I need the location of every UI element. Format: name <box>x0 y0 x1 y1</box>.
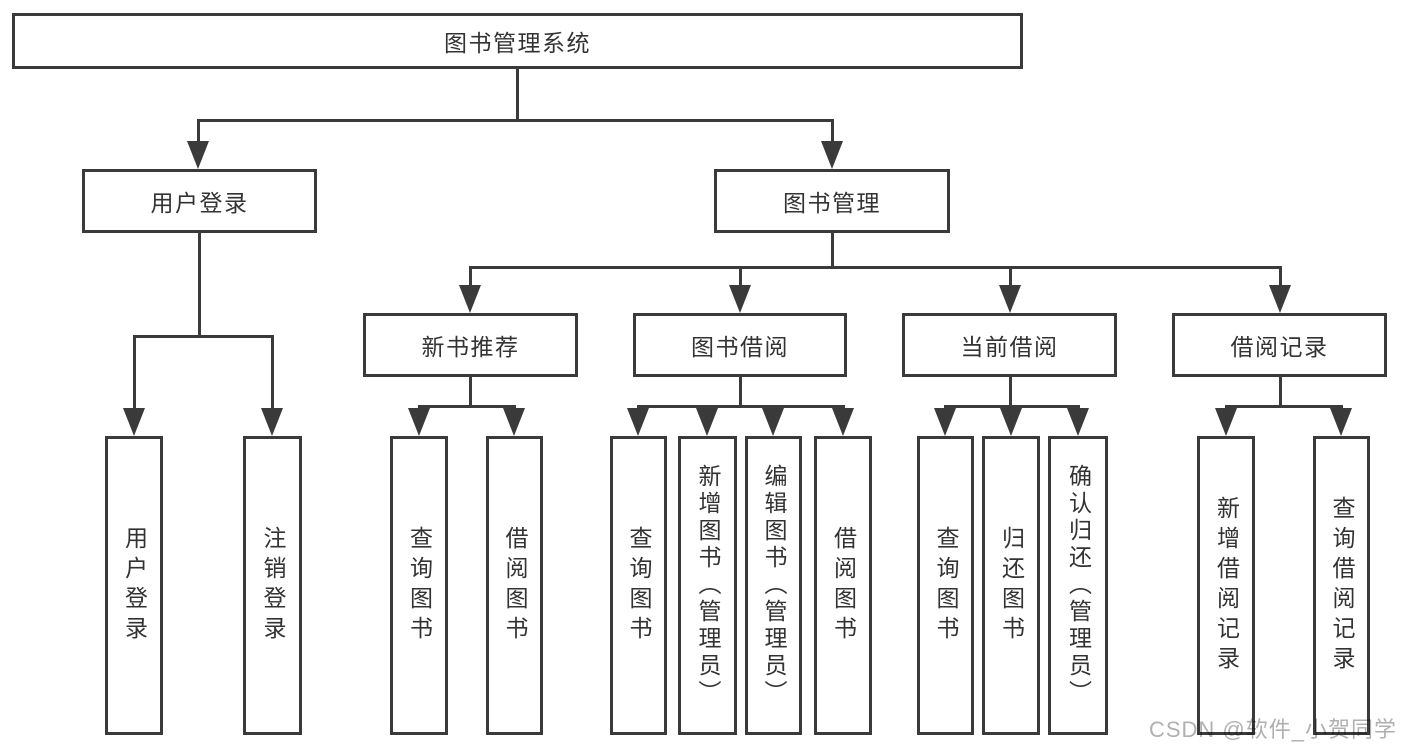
node-leaf-borrow-book-recommend: 借阅图书 <box>486 436 543 735</box>
connector-vline <box>831 233 834 268</box>
node-leaf-logout: 注销登录 <box>243 436 302 735</box>
connector-vline <box>197 119 200 145</box>
arrow-down-icon <box>1330 408 1352 436</box>
node-current-borrow: 当前借阅 <box>902 313 1117 377</box>
arrow-down-icon <box>408 408 430 436</box>
connector-vline <box>831 119 834 145</box>
connector-vline <box>1279 266 1282 290</box>
node-borrow-records: 借阅记录 <box>1172 313 1387 377</box>
node-book-management-label: 图书管理 <box>783 190 881 216</box>
connector-hline <box>637 405 845 408</box>
connector-hline <box>1225 405 1343 408</box>
node-current-borrow-label: 当前借阅 <box>960 334 1059 360</box>
node-leaf-return-book: 归还图书 <box>982 436 1040 735</box>
connector-vline <box>739 377 742 407</box>
node-leaf-query-book-borrow: 查询图书 <box>610 436 667 735</box>
node-new-book-recommend-label: 新书推荐 <box>421 334 520 360</box>
node-leaf-query-borrow-record-label: 查询借阅记录 <box>1329 495 1355 676</box>
node-leaf-add-borrow-record-label: 新增借阅记录 <box>1213 495 1240 676</box>
arrow-down-icon <box>1269 285 1291 313</box>
connector-hline <box>469 266 1282 269</box>
connector-vline <box>739 266 742 290</box>
arrow-down-icon <box>1215 408 1237 436</box>
node-leaf-query-book-borrow-label: 查询图书 <box>626 525 652 646</box>
connector-hline <box>133 335 274 338</box>
connector-hline <box>197 119 833 122</box>
node-leaf-borrow-book-label: 借阅图书 <box>830 525 857 646</box>
node-system: 图书管理系统 <box>12 13 1023 69</box>
connector-vline <box>469 377 472 407</box>
arrow-down-icon <box>934 408 956 436</box>
connector-hline <box>418 405 516 408</box>
node-leaf-query-borrow-record: 查询借阅记录 <box>1313 436 1370 735</box>
node-leaf-return-book-label: 归还图书 <box>998 525 1025 646</box>
arrow-down-icon <box>696 408 718 436</box>
arrow-down-icon <box>821 141 843 169</box>
arrow-down-icon <box>627 408 649 436</box>
connector-vline <box>1279 377 1282 407</box>
node-system-label: 图书管理系统 <box>444 30 591 56</box>
node-book-borrow-label: 图书借阅 <box>691 334 789 360</box>
connector-vline <box>133 335 136 410</box>
connector-vline <box>516 69 519 120</box>
csdn-watermark: CSDN @软件_小贺同学 <box>1148 717 1397 742</box>
connector-vline <box>469 266 472 290</box>
node-new-book-recommend: 新书推荐 <box>363 313 578 377</box>
node-user-login: 用户登录 <box>82 169 317 233</box>
node-book-management: 图书管理 <box>714 169 950 233</box>
connector-hline <box>944 405 1080 408</box>
arrow-down-icon <box>123 408 145 436</box>
connector-vline <box>198 233 201 337</box>
connector-vline <box>1009 266 1012 290</box>
node-borrow-records-label: 借阅记录 <box>1230 334 1329 360</box>
node-leaf-edit-book-admin-label: 编辑图书（管理员） <box>761 464 787 707</box>
node-leaf-query-book-recommend-label: 查询图书 <box>406 525 433 646</box>
node-leaf-borrow-book: 借阅图书 <box>814 436 872 735</box>
arrow-down-icon <box>762 408 784 436</box>
node-leaf-query-book-current: 查询图书 <box>917 436 974 735</box>
arrow-down-icon <box>999 285 1021 313</box>
arrow-down-icon <box>1000 408 1022 436</box>
arrow-down-icon <box>503 408 525 436</box>
arrow-down-icon <box>459 285 481 313</box>
connector-vline <box>1009 377 1012 407</box>
node-leaf-confirm-return-admin: 确认归还（管理员） <box>1048 436 1108 735</box>
node-leaf-query-book-recommend: 查询图书 <box>390 436 448 735</box>
node-leaf-add-borrow-record: 新增借阅记录 <box>1197 436 1255 735</box>
arrow-down-icon <box>729 285 751 313</box>
arrow-down-icon <box>261 408 283 436</box>
node-leaf-logout-label: 注销登录 <box>260 525 286 646</box>
arrow-down-icon <box>832 408 854 436</box>
arrow-down-icon <box>1067 408 1089 436</box>
node-book-borrow: 图书借阅 <box>633 313 847 377</box>
node-leaf-add-book-admin: 新增图书（管理员） <box>678 436 737 735</box>
node-leaf-confirm-return-admin-label: 确认归还（管理员） <box>1065 464 1092 707</box>
node-leaf-borrow-book-recommend-label: 借阅图书 <box>502 525 528 646</box>
node-leaf-edit-book-admin: 编辑图书（管理员） <box>745 436 802 735</box>
node-user-login-label: 用户登录 <box>150 190 249 216</box>
node-leaf-add-book-admin-label: 新增图书（管理员） <box>695 464 721 707</box>
node-leaf-user-login-label: 用户登录 <box>121 525 148 646</box>
node-leaf-query-book-current-label: 查询图书 <box>933 525 959 646</box>
node-leaf-user-login: 用户登录 <box>105 436 163 735</box>
connector-vline <box>271 335 274 410</box>
arrow-down-icon <box>187 141 209 169</box>
